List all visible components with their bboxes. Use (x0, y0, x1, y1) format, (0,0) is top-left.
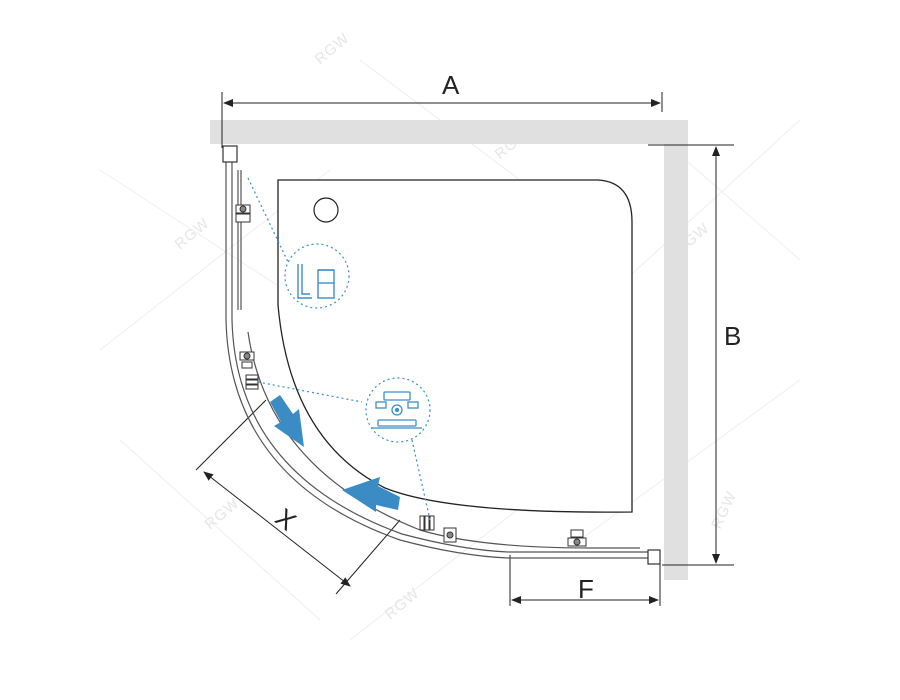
back-wall (210, 120, 688, 144)
lower-roller (443, 527, 457, 543)
dimension-a (221, 92, 663, 148)
side-wall (664, 120, 688, 580)
door-handle-left (245, 374, 259, 390)
watermark-text: RGW (708, 489, 740, 532)
drain-icon (313, 197, 339, 223)
dimension-x-label: X (270, 502, 302, 536)
walls (210, 120, 688, 580)
side-wall-profile (647, 549, 661, 565)
top-wall-profile (222, 145, 238, 163)
roller-detail-callout (257, 377, 431, 521)
dimension-x (195, 399, 401, 595)
dimension-f-label: F (578, 574, 594, 604)
glass-enclosure (225, 160, 656, 559)
shower-tray (277, 179, 633, 513)
upper-roller (239, 351, 255, 369)
arrow-left-icon (342, 477, 400, 512)
dimension-b (648, 144, 734, 566)
hardware (235, 204, 587, 547)
watermark-text: RGW (312, 30, 353, 69)
dimension-a-label: A (442, 70, 460, 100)
door-handle-right (419, 515, 435, 531)
bottom-roller (567, 529, 587, 547)
wall-profile-icon (284, 243, 350, 309)
profile-detail-callout (247, 177, 350, 309)
watermark-text: RGW (382, 585, 423, 624)
watermark-text: RGW (202, 495, 243, 534)
arrow-down-right-icon (270, 395, 304, 447)
dimension-b-label: B (724, 321, 741, 351)
top-roller (235, 204, 251, 223)
